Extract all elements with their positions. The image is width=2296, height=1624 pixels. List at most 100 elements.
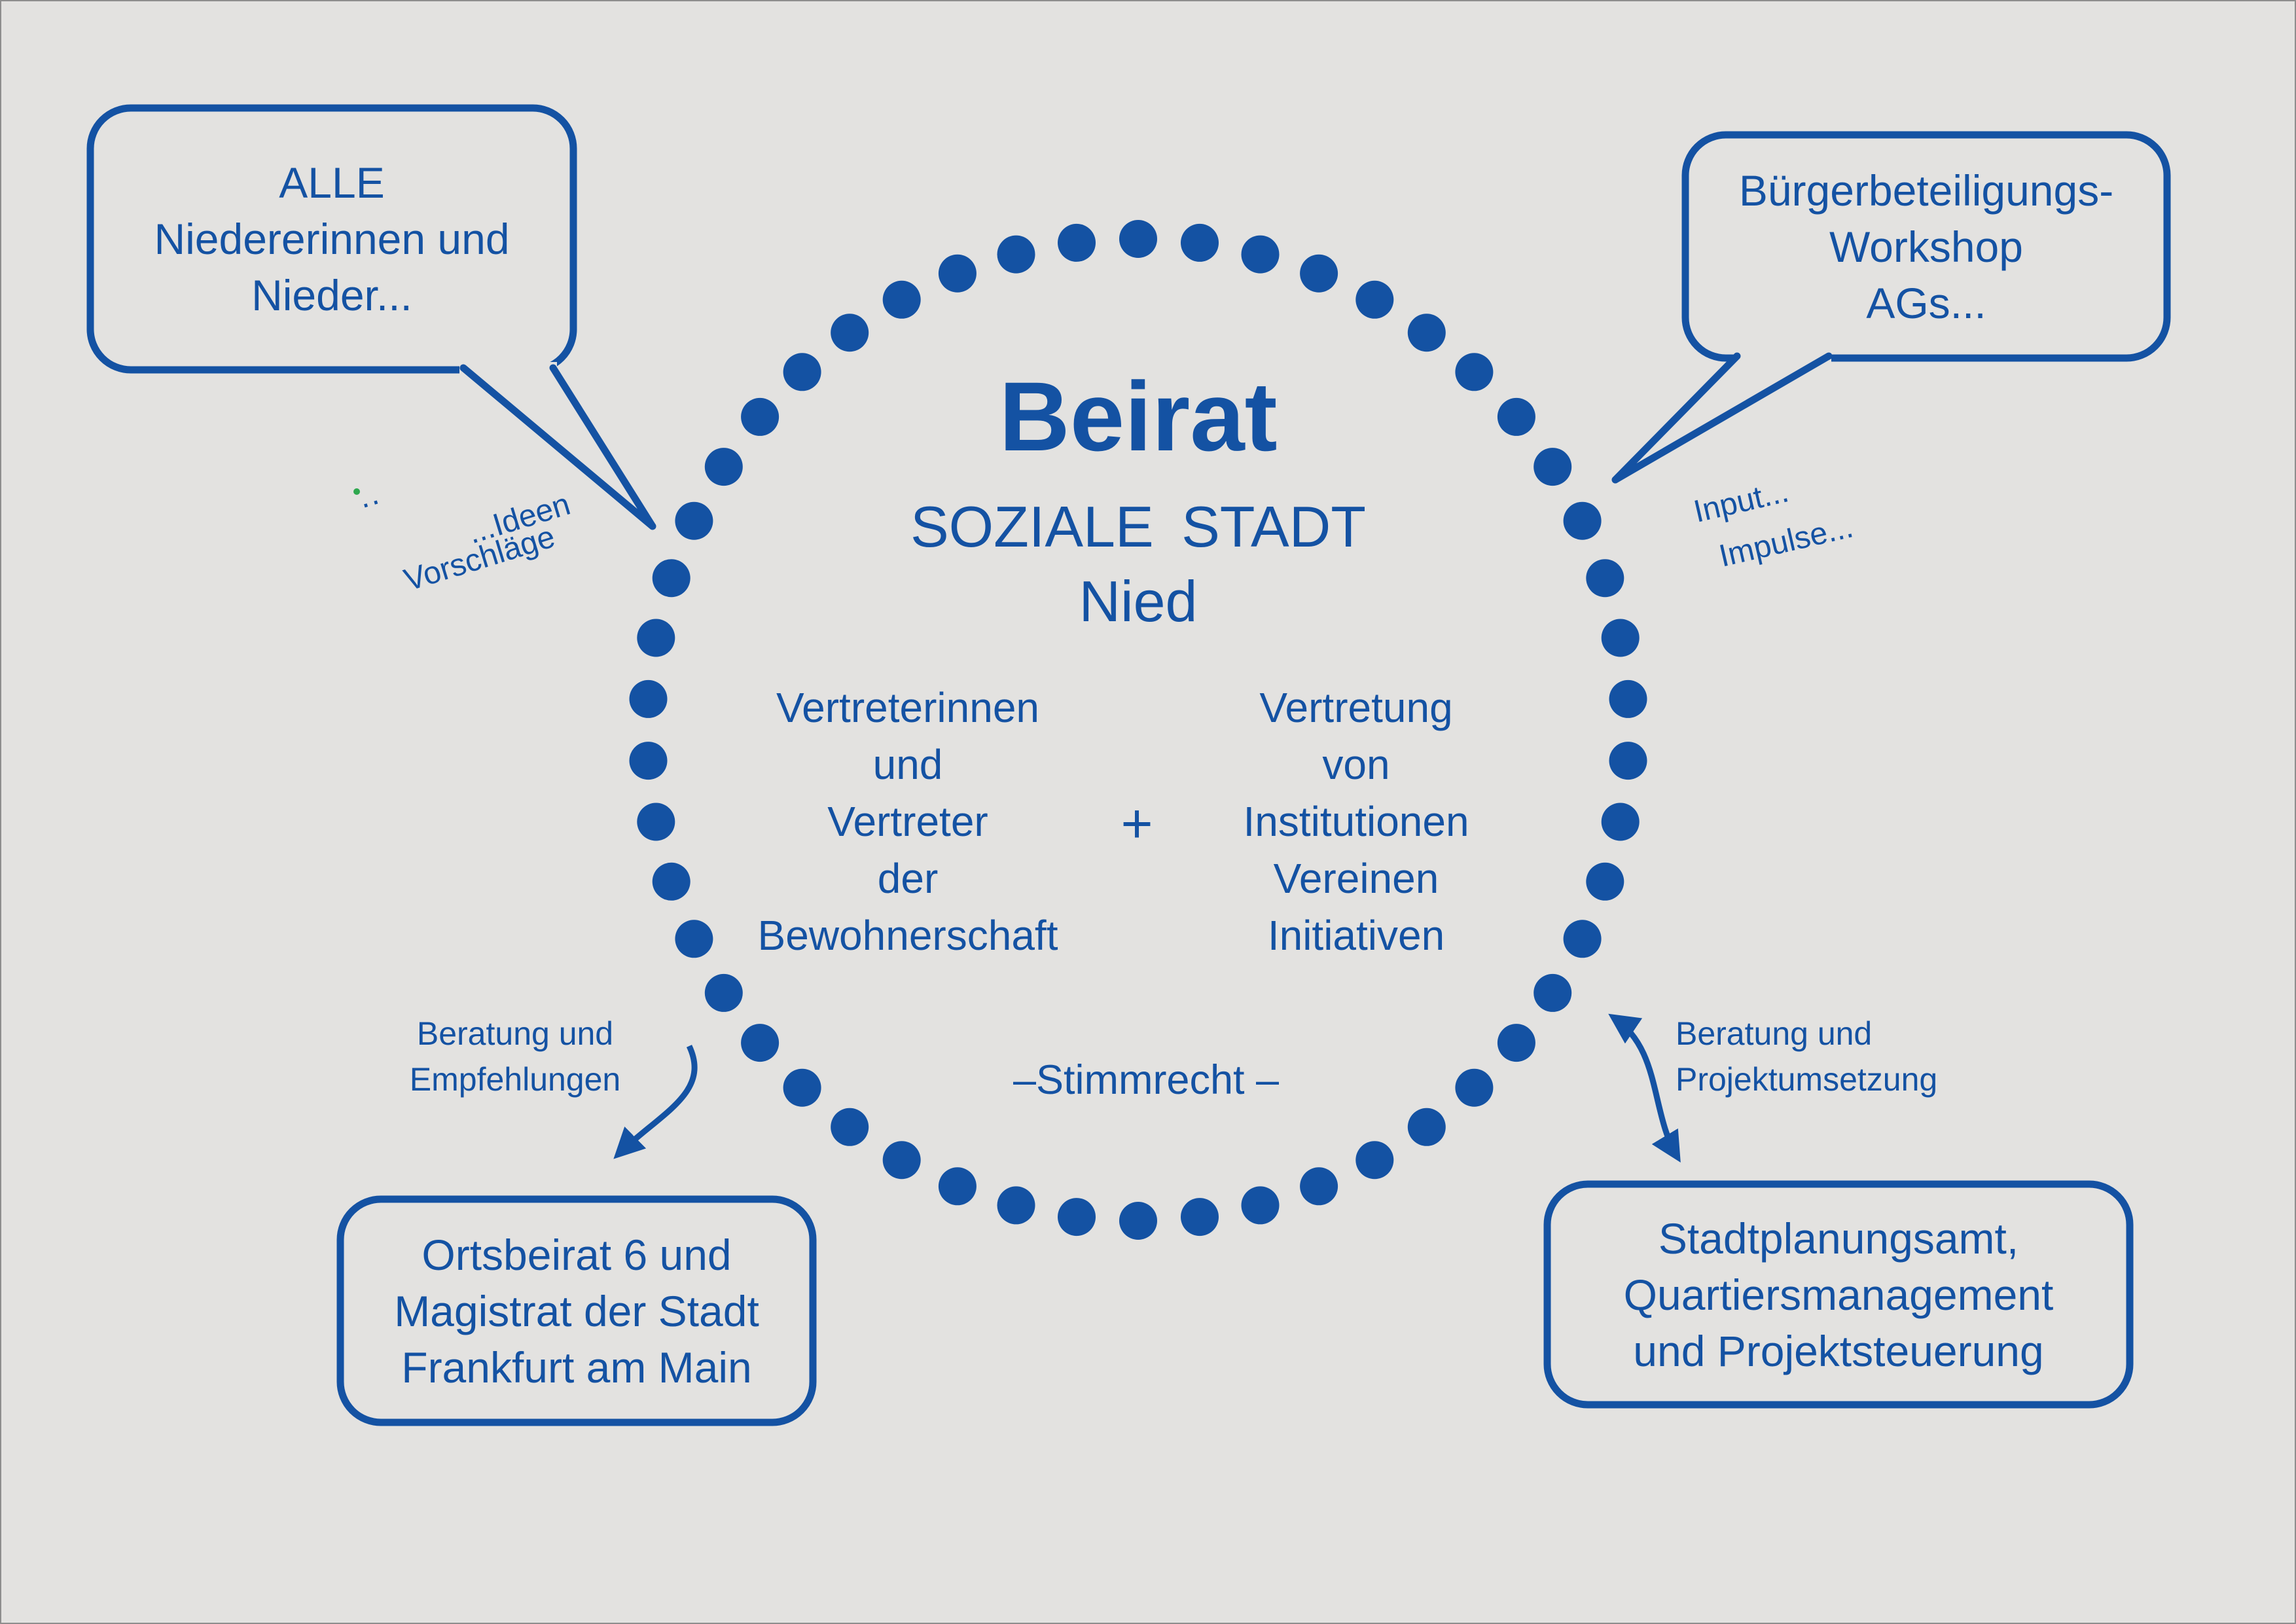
bubble-tail-top-right bbox=[1611, 352, 1833, 484]
circle-dot bbox=[1058, 223, 1096, 262]
circle-dot bbox=[783, 353, 821, 391]
circle-dot bbox=[831, 1108, 869, 1146]
circle-dot bbox=[1119, 1202, 1157, 1240]
box-line: Frankfurt am Main bbox=[401, 1343, 752, 1392]
label-line: Beratung und bbox=[416, 1015, 614, 1052]
circle-dot bbox=[938, 1167, 977, 1206]
info-box-bottom-right bbox=[1543, 1180, 2134, 1409]
label-beratung-empfehlungen: Beratung und Empfehlungen bbox=[391, 1011, 639, 1102]
circle-dot bbox=[1241, 235, 1280, 274]
circle-dot bbox=[704, 448, 743, 486]
circle-dot bbox=[652, 559, 691, 598]
beirat-title: Beirat bbox=[999, 361, 1278, 471]
label-line: Projektumsetzung bbox=[1676, 1061, 1938, 1098]
circle-dot bbox=[1534, 448, 1572, 486]
dotted-circle bbox=[629, 220, 1647, 1240]
bubble-tail-top-left bbox=[459, 364, 656, 530]
column-line: Initiativen bbox=[1267, 912, 1445, 959]
label-beratung-projektumsetzung: Beratung und Projektumsetzung bbox=[1676, 1011, 2016, 1102]
curved-arrow-left bbox=[613, 1045, 698, 1159]
circle-dot bbox=[1497, 397, 1535, 436]
circle-dot bbox=[1300, 1167, 1338, 1206]
column-line: Bewohnerschaft bbox=[757, 912, 1058, 959]
bubble-line: AGs... bbox=[1866, 278, 1986, 327]
double-arrow-right bbox=[1608, 1013, 1681, 1163]
circle-dot bbox=[1601, 803, 1640, 841]
circle-dot bbox=[882, 1141, 921, 1180]
circle-dot bbox=[1609, 679, 1647, 718]
column-line: und bbox=[872, 741, 943, 788]
bubble-line: Nieder... bbox=[251, 271, 412, 319]
bubble-line: Bürgerbeteiligungs- bbox=[1738, 166, 2114, 215]
speech-bubble-top-left-text: ALLE Niedererinnen und Nieder... bbox=[90, 108, 573, 392]
column-line: Vertreter bbox=[827, 798, 988, 845]
circle-dot bbox=[938, 254, 977, 293]
box-line: Magistrat der Stadt bbox=[394, 1286, 759, 1335]
info-box-bottom-left bbox=[336, 1195, 817, 1426]
circle-dot bbox=[1407, 1108, 1446, 1146]
circle-dot bbox=[629, 679, 668, 718]
box-line: Ortsbeirat 6 und bbox=[422, 1230, 732, 1279]
circle-dot bbox=[831, 314, 869, 352]
plus-sign: + bbox=[1121, 793, 1153, 854]
bubble-tail-gap-left bbox=[459, 362, 557, 377]
box-line: Stadtplanungsamt, bbox=[1658, 1214, 2019, 1263]
circle-dot bbox=[1181, 223, 1219, 262]
speech-bubble-top-right-text: Bürgerbeteiligungs- Workshop AGs... bbox=[1685, 135, 2167, 358]
subtitle-nied: Nied bbox=[1079, 569, 1198, 634]
circle-dot bbox=[637, 619, 675, 657]
circle-dot bbox=[675, 501, 713, 540]
circle-dot bbox=[629, 742, 668, 780]
circle-dot bbox=[997, 235, 1035, 274]
institutions-column: Vertretung von Institutionen Vereinen In… bbox=[1173, 679, 1539, 964]
circle-dot bbox=[783, 1068, 821, 1107]
box-line: und Projektsteuerung bbox=[1633, 1326, 2044, 1375]
bubble-line: Workshop bbox=[1829, 222, 2023, 271]
speech-bubble-top-right bbox=[1681, 131, 2171, 362]
info-box-bottom-right-text: Stadtplanungsamt, Quartiersmanagement un… bbox=[1547, 1184, 2130, 1405]
circle-dot bbox=[741, 397, 780, 436]
circle-dot bbox=[1300, 254, 1338, 293]
column-line: Vereinen bbox=[1273, 855, 1439, 902]
bubble-tail-gap-right bbox=[1734, 350, 1831, 365]
circle-dot bbox=[1455, 1068, 1494, 1107]
green-dot-artifact bbox=[353, 488, 360, 495]
column-line: von bbox=[1322, 741, 1390, 788]
bubble-line: Niedererinnen und bbox=[154, 215, 510, 263]
bubble-line: ALLE bbox=[279, 158, 385, 207]
circle-dot bbox=[1563, 920, 1602, 958]
info-box-bottom-left-text: Ortsbeirat 6 und Magistrat der Stadt Fra… bbox=[340, 1199, 813, 1422]
label-line: Empfehlungen bbox=[409, 1061, 621, 1098]
column-line: der bbox=[877, 855, 939, 902]
circle-dot bbox=[882, 280, 921, 319]
circle-dot bbox=[1407, 314, 1446, 352]
circle-dot bbox=[1355, 280, 1394, 319]
circle-dot bbox=[1355, 1141, 1394, 1180]
circle-dot bbox=[1455, 353, 1494, 391]
residents-column: Vertreterinnen und Vertreter der Bewohne… bbox=[725, 679, 1091, 964]
circle-dot bbox=[1563, 501, 1602, 540]
column-line: Vertreterinnen bbox=[776, 684, 1040, 731]
circle-dot bbox=[1241, 1186, 1280, 1225]
circle-dot bbox=[1609, 742, 1647, 780]
circle-dot bbox=[1534, 973, 1572, 1012]
stimmrecht-note: –Stimmrecht – bbox=[1013, 1057, 1280, 1103]
circle-dot bbox=[1586, 559, 1624, 598]
circle-dot bbox=[675, 920, 713, 958]
circle-dot bbox=[1497, 1024, 1535, 1062]
label-line: Beratung und bbox=[1676, 1015, 1873, 1052]
subtitle-soziale-stadt: SOZIALE STADT bbox=[910, 494, 1367, 559]
circle-dot bbox=[1119, 220, 1157, 258]
circle-dot bbox=[1181, 1198, 1219, 1236]
column-line: Vertretung bbox=[1259, 684, 1453, 731]
column-line: Institutionen bbox=[1243, 798, 1469, 845]
circle-dot bbox=[741, 1024, 780, 1062]
circle-dot bbox=[1058, 1198, 1096, 1236]
circle-dot bbox=[1601, 619, 1640, 657]
box-line: Quartiersmanagement bbox=[1623, 1270, 2054, 1319]
circle-dot bbox=[652, 862, 691, 901]
speech-bubble-top-left bbox=[86, 104, 577, 374]
circle-dot bbox=[997, 1186, 1035, 1225]
